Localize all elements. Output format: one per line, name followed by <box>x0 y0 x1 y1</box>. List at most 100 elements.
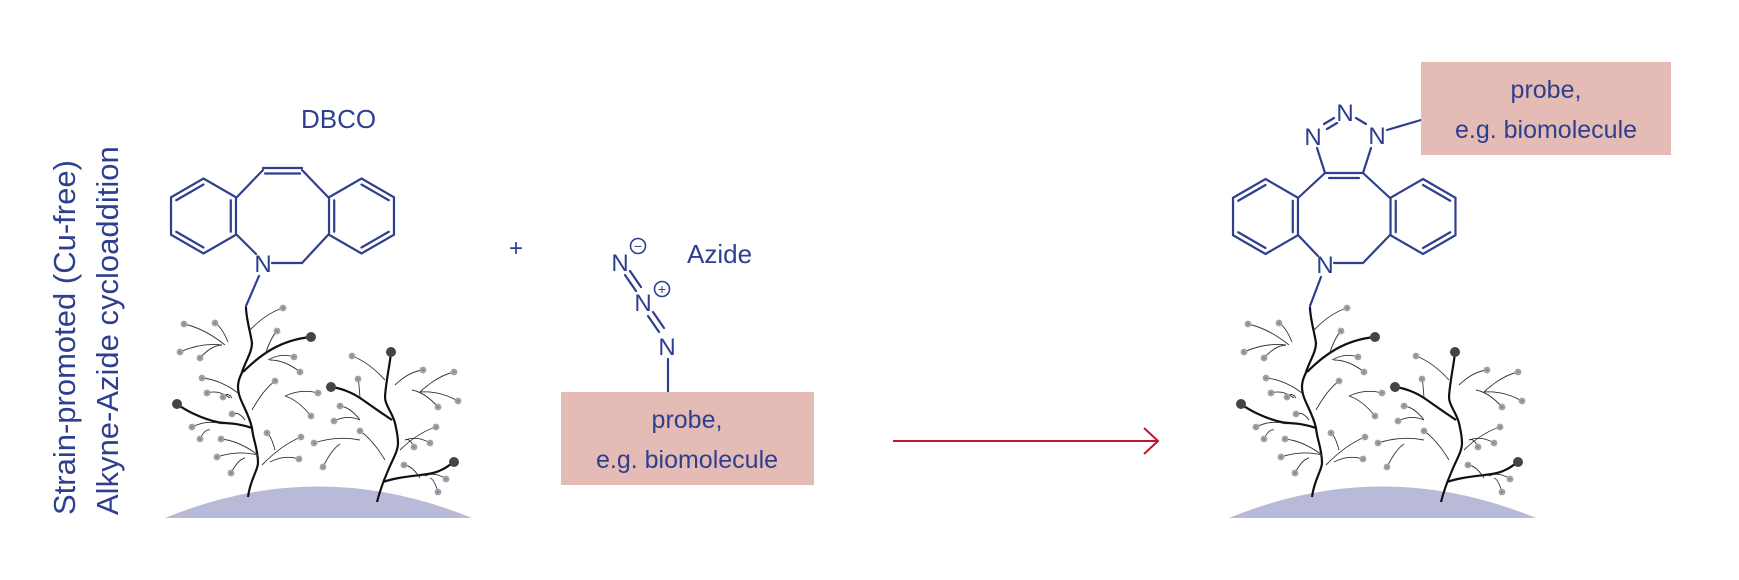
side-chain-dot-center <box>265 431 269 435</box>
end-group-dot <box>386 347 396 357</box>
ch2-bond <box>1361 233 1392 265</box>
side-chain-dot-center <box>1500 405 1504 409</box>
azide-bond <box>651 310 666 330</box>
azide-bond <box>628 269 643 289</box>
side-chain-dot-center <box>1262 356 1266 360</box>
side-chain-dot-center <box>1279 455 1283 459</box>
polymer-side-chain <box>1377 437 1425 444</box>
side-chain-dot-center <box>190 425 194 429</box>
side-chain-dot-center <box>1246 322 1250 326</box>
linker-bond <box>1308 275 1323 308</box>
side-chain-dot-center <box>350 354 354 358</box>
polymer-backbone <box>382 461 455 484</box>
polymer-side-chain <box>322 443 341 468</box>
azide-label: Azide <box>687 239 752 269</box>
end-group-dot <box>172 399 182 409</box>
side-chain-dot-center <box>1498 425 1502 429</box>
azide-nitrogen-3: N <box>658 334 675 361</box>
triazole-bond <box>1315 146 1327 175</box>
side-chain-dot-center <box>1339 329 1343 333</box>
end-group-dot <box>326 382 336 392</box>
side-chain-dot-center <box>1363 435 1367 439</box>
triazole-nitrogen-3: N <box>1368 123 1385 150</box>
side-chain-dot-center <box>1500 490 1504 494</box>
polymer-surface <box>165 304 472 518</box>
polymer-backbone <box>1300 306 1324 498</box>
ch2-bond <box>300 233 330 265</box>
end-group-dot <box>306 332 316 342</box>
dbco-nitrogen: N <box>254 251 271 278</box>
triazole-bond <box>1322 116 1336 126</box>
side-chain-dot-center <box>1508 477 1512 481</box>
polymer-side-chain <box>216 452 259 458</box>
polymer-backbone <box>176 403 253 430</box>
polymer-side-chain <box>359 430 386 461</box>
side-chain-dot-center <box>229 471 233 475</box>
polymer-side-chain <box>284 395 312 417</box>
alkyne-bond <box>235 168 265 199</box>
plus-sign: + <box>509 235 523 262</box>
azide-nitrogen-2: N <box>634 290 651 317</box>
benzene-ring <box>1231 177 1300 256</box>
side-chain-dot-center <box>1283 437 1287 441</box>
polymer-backbone <box>242 335 312 373</box>
polymer-side-chain <box>199 344 223 359</box>
side-chain-dot-center <box>1285 395 1289 399</box>
minus-charge-icon <box>629 237 647 255</box>
side-chain-dot-center <box>1293 471 1297 475</box>
triazole-bond <box>1325 121 1339 131</box>
polymer-side-chain <box>1423 430 1450 461</box>
polymer-backbone <box>1240 403 1317 430</box>
polymer-side-chain <box>1315 380 1340 411</box>
polymer-side-chain <box>251 380 276 411</box>
side-chain-dot-center <box>1476 445 1480 449</box>
side-chain-dot-center <box>428 441 432 445</box>
side-chain-dot-center <box>321 465 325 469</box>
side-chain-dot-center <box>281 306 285 310</box>
side-chain-dot-center <box>1262 437 1266 441</box>
side-chain-dot-center <box>1345 306 1349 310</box>
side-chain-dot-center <box>200 376 204 380</box>
product-probe-example: e.g. biomolecule <box>1455 116 1637 144</box>
side-chain-dot-center <box>297 457 301 461</box>
reaction-arrow <box>893 427 1160 455</box>
aromatic-double-bond <box>1421 231 1452 250</box>
side-chain-dot-center <box>309 414 313 418</box>
end-group-dot <box>1450 347 1460 357</box>
azide-reactant: Azide N − N + N probe, e.g. biomolecule <box>561 237 814 485</box>
reaction-title: Strain-promoted (Cu-free) Alkyne-Azide c… <box>47 146 125 515</box>
end-group-dot <box>449 457 459 467</box>
polymer-side-chain <box>261 436 302 466</box>
side-chain-dot-center <box>1269 391 1273 395</box>
minus-charge: − <box>634 238 642 254</box>
product-structure: N N N N <box>1231 100 1457 308</box>
side-chain-dot-center <box>452 370 456 374</box>
title-line-1: Strain-promoted (Cu-free) <box>47 160 82 515</box>
side-chain-dot-center <box>219 437 223 441</box>
side-chain-dot-center <box>1337 379 1341 383</box>
linker-bond <box>244 274 261 308</box>
polymer-side-chain <box>179 344 223 353</box>
side-chain-dot-center <box>178 350 182 354</box>
end-group-dot <box>1370 332 1380 342</box>
triazole-nitrogen-1: N <box>1304 124 1321 151</box>
end-group-dot <box>1236 399 1246 409</box>
n-bond <box>1296 233 1320 258</box>
alkyne-bond <box>300 168 330 199</box>
side-chain-dot-center <box>1466 463 1470 467</box>
side-chain-dot-center <box>273 379 277 383</box>
side-chain-dot-center <box>1492 441 1496 445</box>
ring-bond <box>1296 171 1327 200</box>
polymer-side-chain <box>1483 391 1523 402</box>
side-chain-dot-center <box>1277 321 1281 325</box>
polymer-backbone <box>1394 385 1457 421</box>
polymer-side-chain <box>267 354 295 361</box>
polymer-side-chain <box>1325 436 1366 466</box>
side-chain-dot-center <box>358 429 362 433</box>
side-chain-dot-center <box>299 435 303 439</box>
polymer-side-chain <box>1348 390 1383 397</box>
polymer-backbone <box>236 306 260 498</box>
side-chain-dot-center <box>1380 391 1384 395</box>
polymer-side-chain <box>419 391 459 402</box>
side-chain-dot-center <box>1396 419 1400 423</box>
